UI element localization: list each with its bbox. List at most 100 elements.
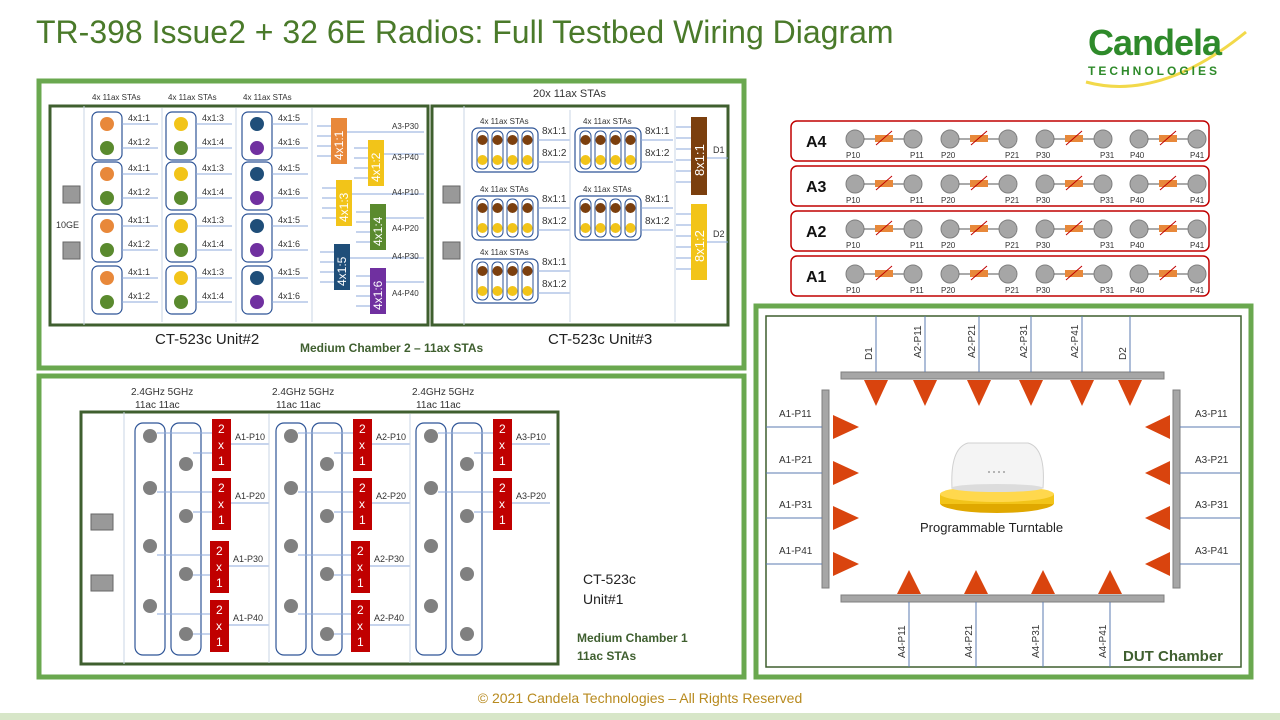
port-label: 4x1:3 [202, 163, 224, 173]
radio-dot [610, 135, 621, 145]
radio-dot [477, 203, 488, 213]
unit1-label-1: CT-523c [583, 571, 636, 587]
radio-dot [477, 155, 488, 165]
splitter-label: 2 [357, 603, 364, 617]
radio-column-box [170, 422, 202, 656]
radio-pair-box [91, 213, 123, 263]
radio-dot [320, 509, 334, 523]
attenuator-port [998, 174, 1018, 194]
ethernet-port-icon [90, 513, 114, 531]
bottom-antenna-bar [840, 594, 1165, 603]
port-label: 4x1:6 [278, 137, 300, 147]
port-label: A1-P30 [233, 554, 263, 564]
combiner-block [334, 244, 350, 290]
attenuator-port [940, 174, 960, 194]
access-point-led [988, 471, 990, 473]
attenuator-arrow [875, 175, 893, 191]
attenuator-port [1093, 174, 1113, 194]
radio-pair-box [165, 111, 197, 161]
dut-port-label: A2-P21 [967, 324, 978, 358]
radio-dot [492, 286, 503, 296]
antenna-arrow-icon [1019, 380, 1043, 406]
port-label: A3-P40 [392, 153, 419, 162]
radio-dot [460, 457, 474, 471]
attenuator-port [1187, 129, 1207, 149]
attenuator-arrow [970, 175, 988, 191]
combiner-label: 4x1:2 [369, 152, 383, 182]
attenuator-arrow [1065, 220, 1083, 236]
splitter-label: 1 [359, 513, 366, 527]
attenuator-arrow [1159, 130, 1177, 146]
splitter-label: x [218, 497, 224, 511]
port-label: A2-P40 [374, 613, 404, 623]
unit3-label: CT-523c Unit#3 [548, 331, 652, 348]
radio-dot [250, 117, 264, 131]
radio-dot [477, 223, 488, 233]
sta-group-header: 4x 11ax STAs [480, 117, 529, 126]
radio-dot [100, 243, 114, 257]
radio-dot [143, 599, 157, 613]
attenuator-arrow [875, 220, 893, 236]
dut-port-label: A2-P31 [1019, 324, 1030, 358]
attenuator-port [1187, 174, 1207, 194]
ethernet-port-icon [62, 185, 81, 204]
port-label: A4-P20 [392, 224, 419, 233]
radio-dot [250, 295, 264, 309]
splitter-label: 2 [216, 544, 223, 558]
splitter-label: 2 [499, 481, 506, 495]
radio-dot [492, 135, 503, 145]
attenuator-row-label: A2 [806, 224, 827, 241]
splitter-label: 2 [218, 481, 225, 495]
sta-group-header: 4x 11ax STAs [480, 248, 529, 257]
port-label: 4x1:2 [128, 239, 150, 249]
port-label: A3-P10 [516, 432, 546, 442]
splitter-block [351, 600, 370, 652]
radio-dot [595, 203, 606, 213]
attenuator-port-label: P41 [1190, 241, 1205, 250]
big-combiner-label: 8x1:1 [692, 144, 707, 176]
radio-dot [460, 627, 474, 641]
attenuator-arrow [1065, 265, 1083, 281]
splitter-label: x [359, 438, 365, 452]
radio-dot [522, 223, 533, 233]
attenuator-port-label: P40 [1130, 196, 1145, 205]
attenuator-port-label: P30 [1036, 241, 1051, 250]
attenuator-port-label: P31 [1100, 241, 1115, 250]
port-label: A1-P20 [235, 491, 265, 501]
radio-dot [580, 135, 591, 145]
attenuator-arrow [1065, 130, 1083, 146]
sta-column-header: 4x 11ax STAs [243, 93, 292, 102]
splitter-label: 1 [218, 513, 225, 527]
attenuator-port-label: P10 [846, 241, 861, 250]
attenuator-port [1093, 219, 1113, 239]
attenuator-port [903, 174, 923, 194]
splitter-block [351, 541, 370, 593]
port-label: 4x1:3 [202, 215, 224, 225]
port-label: 4x1:4 [202, 137, 224, 147]
port-label: 4x1:5 [278, 163, 300, 173]
radio-dot [507, 155, 518, 165]
attenuator-port [1129, 264, 1149, 284]
splitter-label: x [357, 619, 363, 633]
right-antenna-bar [1172, 389, 1181, 589]
radio-dot [424, 429, 438, 443]
dut-port-label: A2-P11 [913, 325, 924, 358]
radio-dot [477, 135, 488, 145]
radio-dot [610, 203, 621, 213]
radio-dot [100, 219, 114, 233]
antenna-arrow-icon [1118, 380, 1142, 406]
radio-dot [100, 271, 114, 285]
attenuator-arrow [1159, 175, 1177, 191]
left-antenna-bar [821, 389, 830, 589]
port-label: A2-P30 [374, 554, 404, 564]
radio-dot [492, 203, 503, 213]
radio-dot [595, 135, 606, 145]
radio-dot [522, 155, 533, 165]
attenuator-arrow [1065, 175, 1083, 191]
splitter-block [493, 478, 512, 530]
attenuator-arrow [970, 130, 988, 146]
radio-dot [143, 481, 157, 495]
radio-dot [320, 567, 334, 581]
port-label: 8x1:1 [645, 126, 670, 137]
combiner-label: 4x1:5 [335, 256, 349, 286]
